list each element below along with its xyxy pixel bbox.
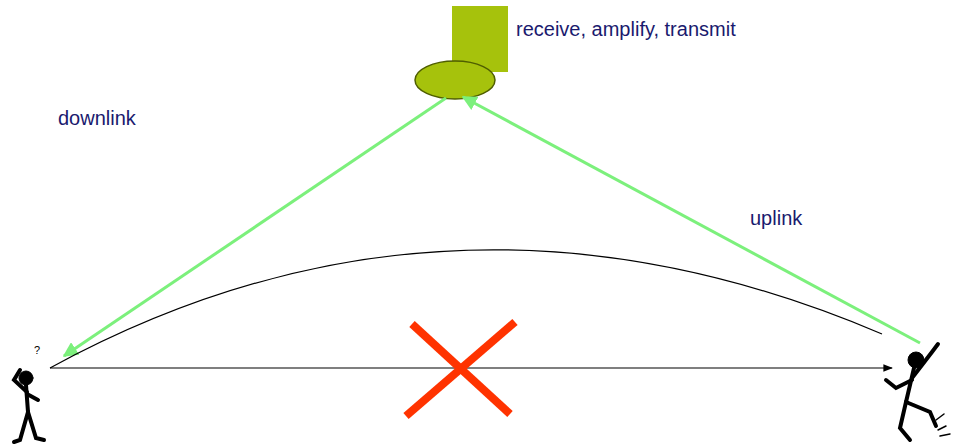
left-figure [14,370,44,442]
link-label: uplink [750,206,802,230]
blocked-cross [406,322,515,416]
right-figure [886,344,950,440]
curved-path [50,250,882,368]
direct-path [50,367,892,368]
link-label: downlink [58,106,136,130]
satellite-dish [415,61,495,99]
downlink-arrow [64,98,446,356]
uplink-arrow [463,97,920,343]
function-note: receive, amplify, transmit [516,17,736,41]
question-mark: ? [34,344,40,357]
